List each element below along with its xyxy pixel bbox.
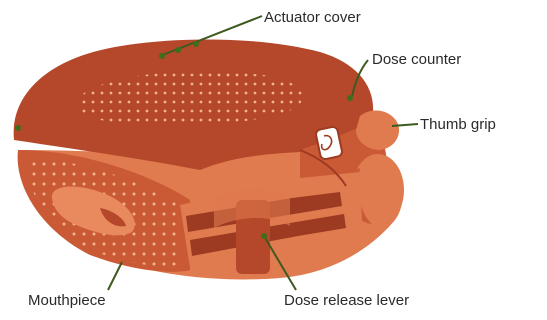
label-thumb-grip: Thumb grip xyxy=(420,116,496,133)
marker-actuator-1 xyxy=(159,53,165,59)
label-dose-release-lever: Dose release lever xyxy=(284,292,409,309)
inhaler-device xyxy=(14,39,404,279)
dose-counter-window xyxy=(315,126,343,160)
label-actuator-cover: Actuator cover xyxy=(264,9,361,26)
marker-actuator-2 xyxy=(175,47,181,53)
label-dose-counter: Dose counter xyxy=(372,51,461,68)
marker-actuator-3 xyxy=(193,41,199,47)
marker-left xyxy=(15,125,21,131)
leader-mouthpiece xyxy=(108,262,122,290)
label-mouthpiece: Mouthpiece xyxy=(28,292,106,309)
marker-lever xyxy=(261,233,267,239)
marker-dose-counter xyxy=(347,95,353,101)
